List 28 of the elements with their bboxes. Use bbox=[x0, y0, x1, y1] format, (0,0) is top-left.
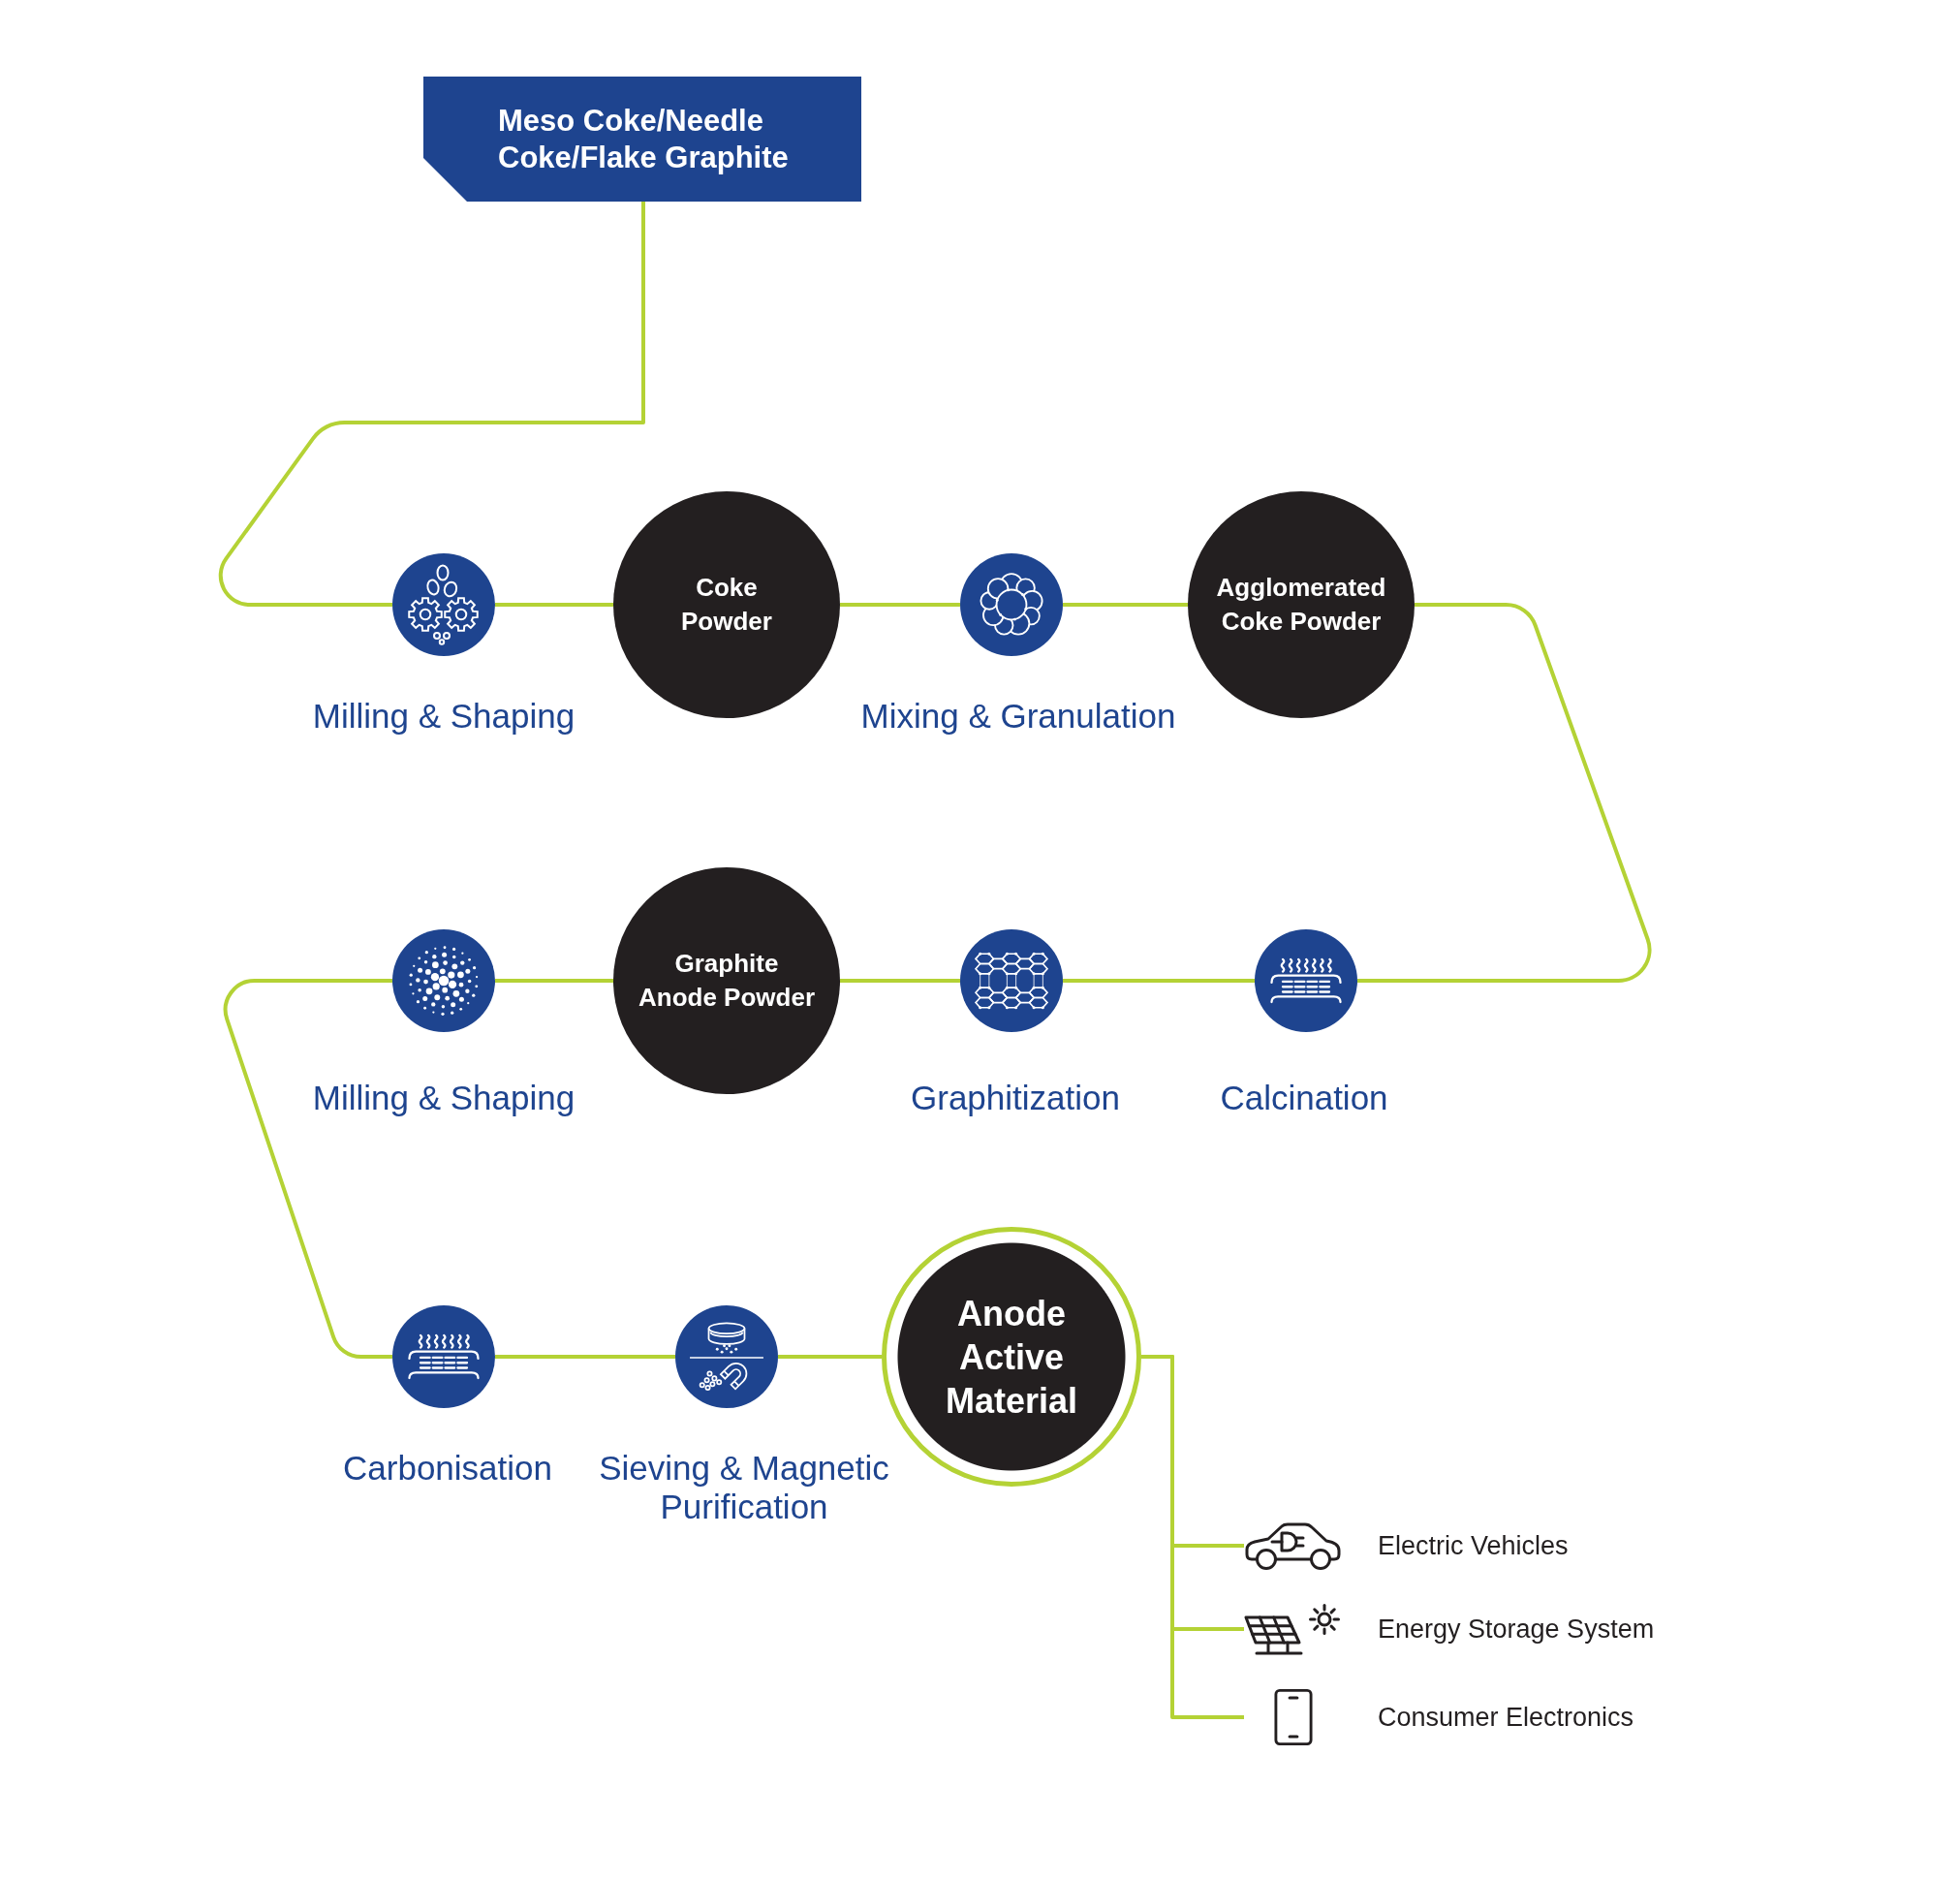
application-label: Consumer Electronics bbox=[1378, 1702, 1634, 1733]
step-label: Graphitization bbox=[911, 1078, 1120, 1118]
connector-line bbox=[778, 1355, 882, 1359]
connector-line bbox=[840, 979, 960, 983]
connector-line bbox=[223, 979, 392, 1359]
step-label: Calcination bbox=[1220, 1078, 1388, 1118]
connector-line bbox=[495, 979, 613, 983]
product-label: Agglomerated Coke Powder bbox=[1215, 571, 1387, 638]
application-label: Energy Storage System bbox=[1378, 1614, 1655, 1645]
source-banner bbox=[423, 77, 861, 202]
step-label: Carbonisation bbox=[343, 1448, 552, 1489]
step-label: Sieving & Magnetic Purification bbox=[598, 1448, 890, 1527]
step-label: Milling & Shaping bbox=[312, 1078, 576, 1118]
banner-label: Meso Coke/Needle Coke/Flake Graphite bbox=[498, 103, 790, 175]
connector-line bbox=[1063, 603, 1188, 607]
connector-line bbox=[840, 603, 960, 607]
product-label: Graphite Anode Powder bbox=[638, 947, 816, 1014]
connector-line bbox=[218, 202, 645, 607]
product-label: Coke Powder bbox=[680, 571, 773, 638]
connector-line bbox=[1063, 979, 1255, 983]
step-label: Milling & Shaping bbox=[312, 696, 576, 737]
connector-line bbox=[495, 1355, 675, 1359]
connector-line bbox=[495, 603, 613, 607]
connector-line bbox=[1141, 1355, 1244, 1719]
connector-line bbox=[1357, 603, 1652, 983]
step-label: Mixing & Granulation bbox=[860, 696, 1176, 737]
application-label: Electric Vehicles bbox=[1378, 1530, 1569, 1561]
product-label: Anode Active Material bbox=[944, 1292, 1079, 1423]
